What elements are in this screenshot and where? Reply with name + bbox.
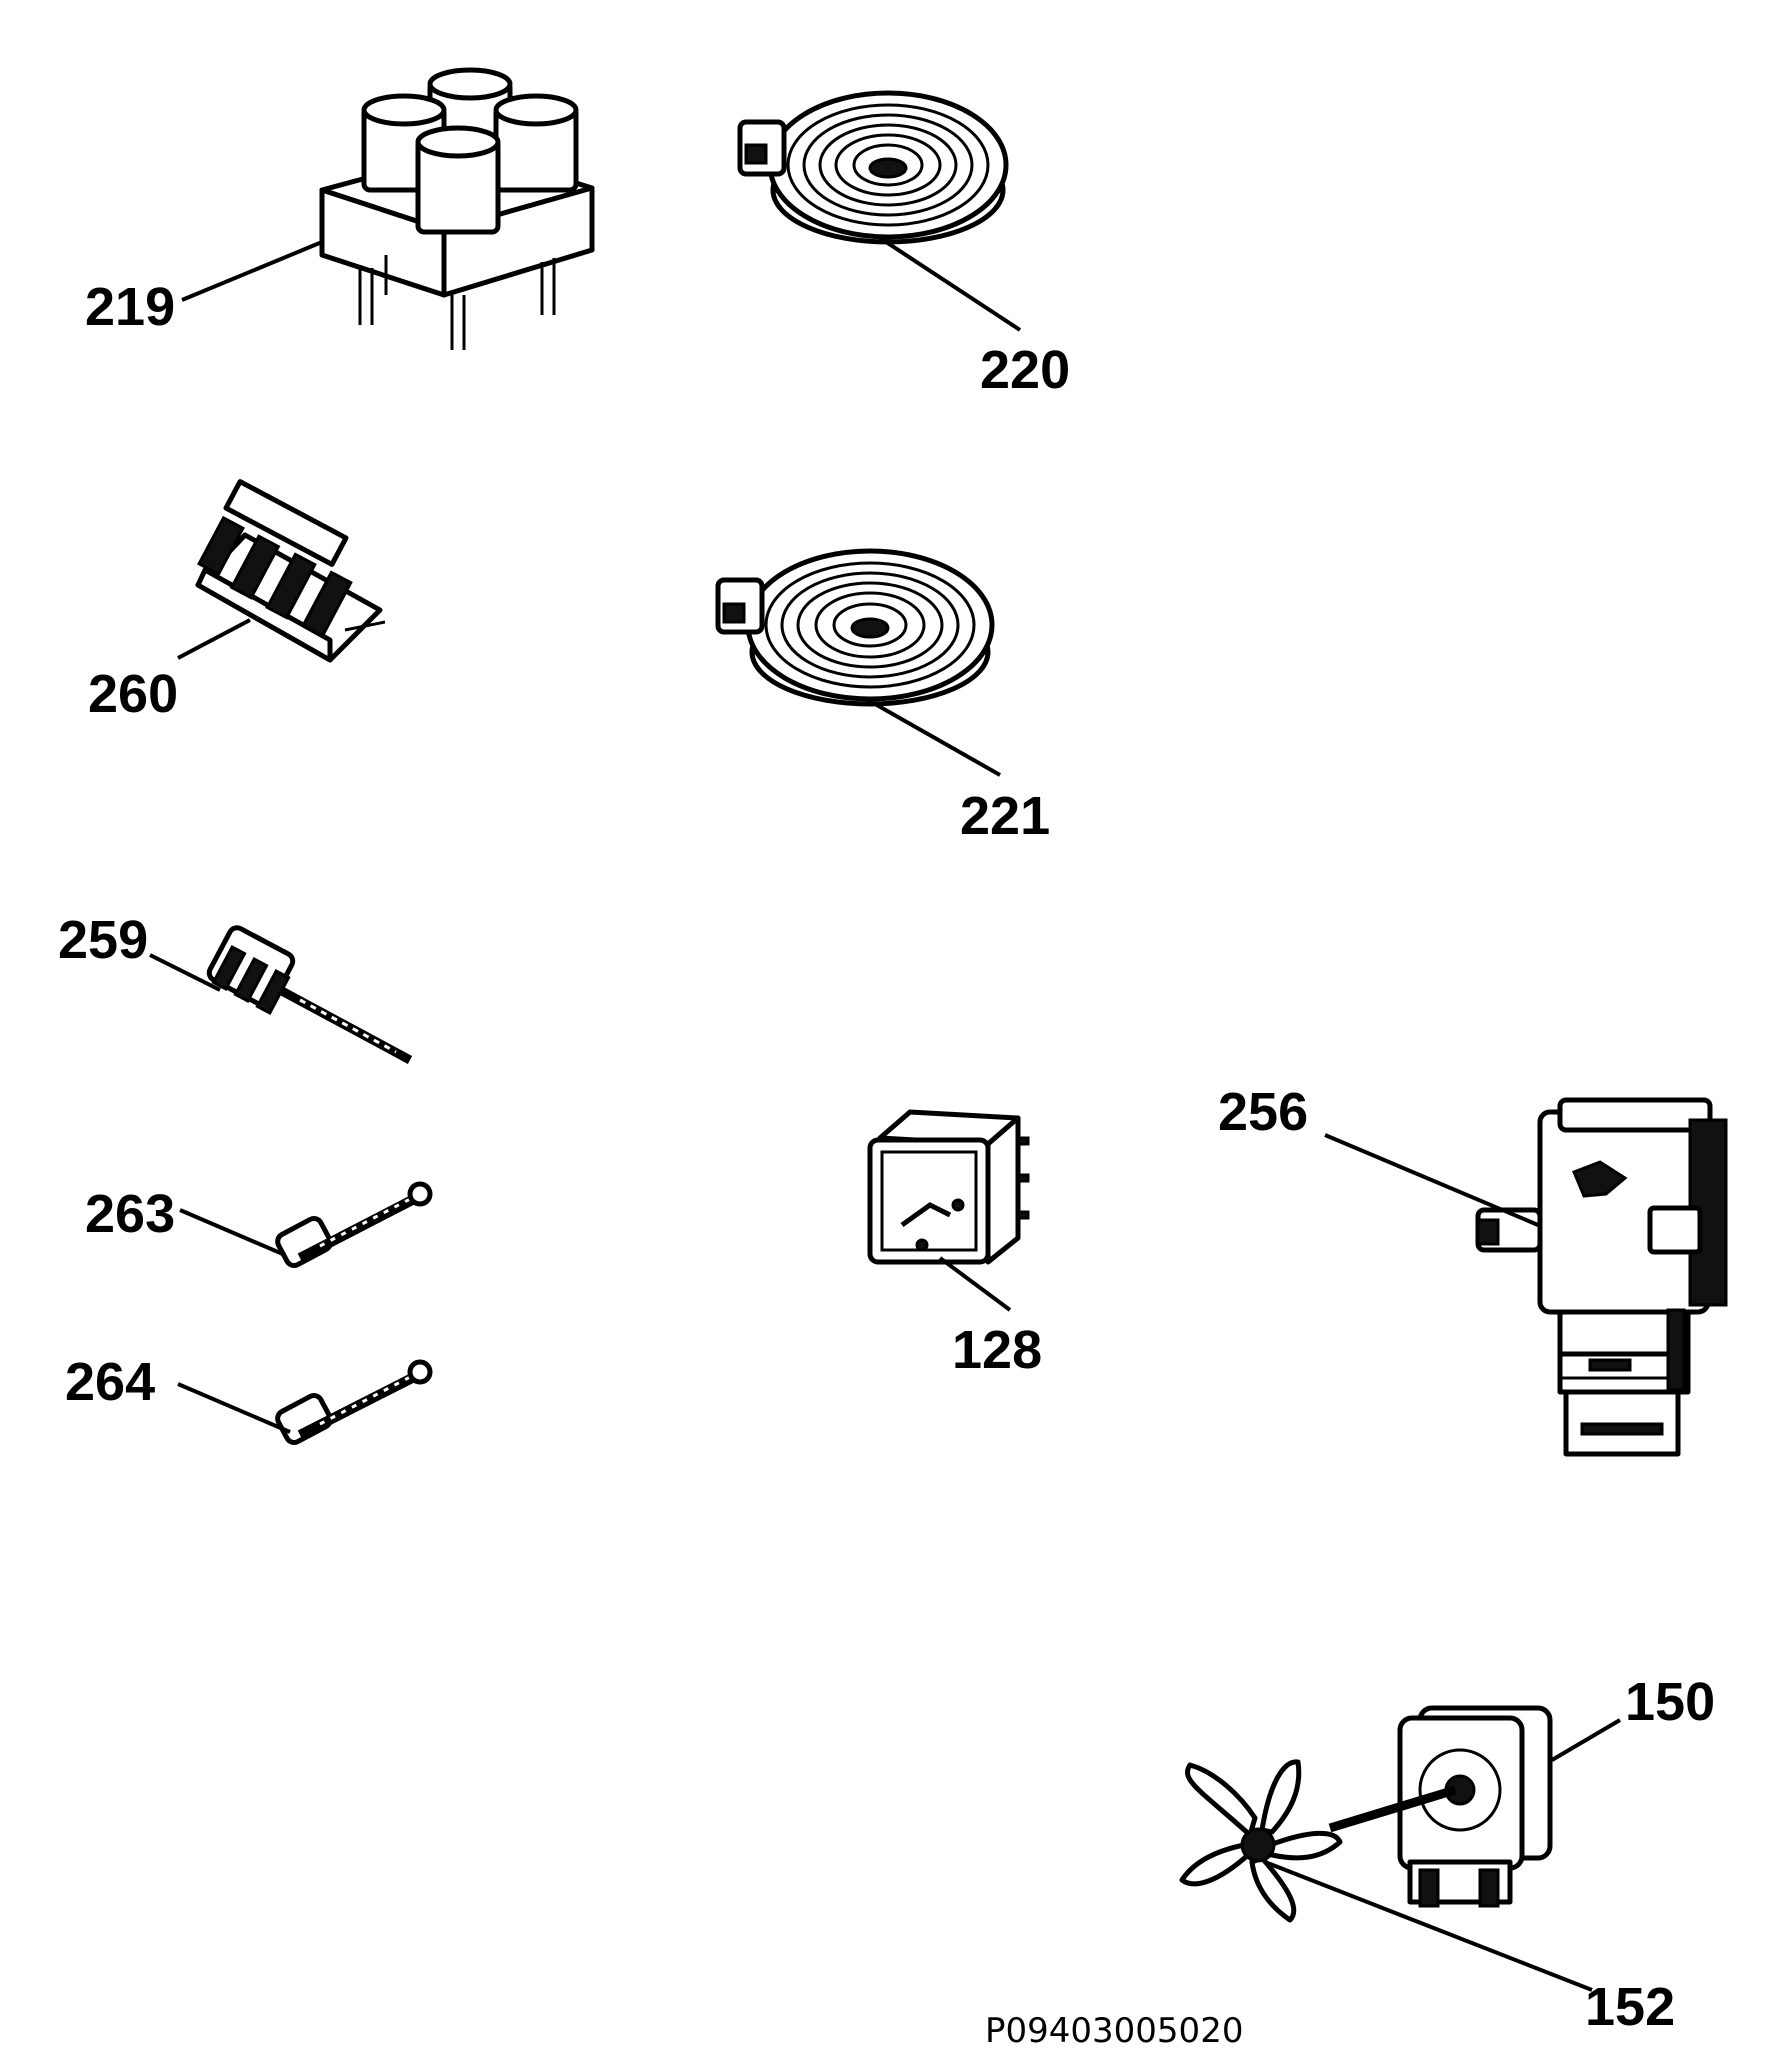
callout-263: 263 [85,1184,175,1244]
leader-221 [867,698,1001,777]
part-264-connector [275,1359,433,1445]
leader-152 [1264,1860,1593,1992]
callout-128: 128 [952,1320,1042,1380]
part-259-rotary-switch [206,925,413,1064]
part-152-fan-blade [1179,1759,1343,1923]
leader-260 [177,618,251,660]
callout-152: 152 [1585,1977,1675,2037]
document-id: P09403005020 [985,2011,1243,2051]
part-221-hotplate [715,548,995,707]
leader-264 [177,1382,291,1434]
leader-220 [878,236,1022,332]
callout-260: 260 [88,664,178,724]
leader-263 [179,1208,286,1257]
part-219-capacitor-block [319,67,595,350]
part-128-relay [867,1109,1030,1265]
part-220-hotplate [737,90,1009,245]
leader-256 [1324,1133,1539,1227]
callout-259: 259 [58,910,148,970]
part-260-selector-switch [195,479,386,663]
part-150-fan-motor [1328,1705,1553,1908]
leader-259 [149,953,221,992]
leader-150 [1550,1718,1622,1762]
callout-150: 150 [1625,1672,1715,1732]
part-263-connector [275,1181,433,1268]
callout-264: 264 [65,1352,155,1412]
callout-256: 256 [1218,1082,1308,1142]
callout-221: 221 [960,786,1050,846]
leader-128 [938,1256,1012,1312]
part-256-pump-unit [1475,1097,1728,1457]
callout-220: 220 [980,340,1070,400]
callout-219: 219 [85,277,175,337]
leader-219 [181,240,323,302]
